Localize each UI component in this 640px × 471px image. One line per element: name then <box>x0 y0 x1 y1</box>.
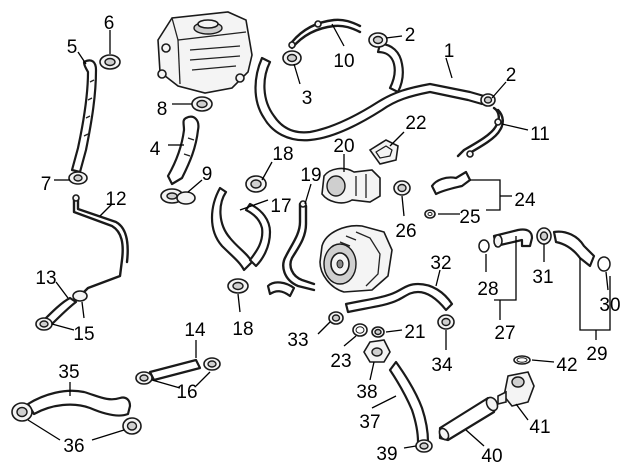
callout-c38: 38 <box>356 382 377 403</box>
clamp-2-upper <box>368 32 388 48</box>
callout-c37: 37 <box>359 412 380 433</box>
clamp-16-left <box>135 371 153 385</box>
clamp-39 <box>415 439 433 453</box>
callout-c27: 27 <box>494 323 515 344</box>
hose-4 <box>166 115 200 186</box>
callout-c17: 17 <box>270 196 291 217</box>
hose-32 <box>344 282 454 314</box>
clamp-16-right <box>203 357 221 371</box>
outlet-41 <box>497 371 535 407</box>
oring-42 <box>513 355 531 365</box>
clamp-36-right <box>122 417 142 435</box>
callout-c16: 16 <box>176 382 197 403</box>
hose-14 <box>148 358 202 382</box>
callout-c35: 35 <box>58 362 79 383</box>
gasket-22 <box>368 139 399 165</box>
fitting-38 <box>363 339 391 363</box>
pipe-12 <box>72 194 129 298</box>
callout-c1: 1 <box>444 41 455 62</box>
callout-labels: 1223456789101112131415161718181920212223… <box>35 13 620 467</box>
callout-c24: 24 <box>514 190 536 211</box>
thermostat-housing-20 <box>321 167 381 204</box>
callout-c42: 42 <box>556 355 577 376</box>
callout-c10: 10 <box>333 51 354 72</box>
callout-c19: 19 <box>300 165 321 186</box>
callout-c28: 28 <box>477 279 498 300</box>
clamp-6 <box>99 54 121 70</box>
callout-c7: 7 <box>41 174 52 195</box>
callout-c20: 20 <box>333 136 354 157</box>
clamp-34 <box>437 314 455 330</box>
leader-lines <box>27 23 611 449</box>
callout-c32: 32 <box>430 253 451 274</box>
water-pump <box>319 224 393 293</box>
callout-c41: 41 <box>529 417 550 438</box>
callout-c26: 26 <box>395 221 416 242</box>
callout-c8: 8 <box>157 99 168 120</box>
callout-c33: 33 <box>287 330 308 351</box>
callout-c6: 6 <box>104 13 115 34</box>
hose-27 <box>478 228 534 253</box>
callout-c31: 31 <box>532 267 553 288</box>
callout-c21: 21 <box>404 322 425 343</box>
callout-c13: 13 <box>35 268 56 289</box>
clamp-36-left <box>11 402 33 422</box>
hose-13 <box>35 290 88 331</box>
clamp-18-lower <box>227 278 249 294</box>
callout-c18b: 18 <box>232 319 253 340</box>
clamp-8 <box>191 96 213 112</box>
clamp-2-right <box>480 93 496 107</box>
fitting-21 <box>371 326 385 338</box>
callout-c23: 23 <box>330 351 351 372</box>
callout-c3: 3 <box>302 88 313 109</box>
callout-c39: 39 <box>376 444 397 465</box>
callout-c34: 34 <box>431 355 453 376</box>
callout-c36: 36 <box>63 436 84 457</box>
clamp-9 <box>160 188 196 205</box>
oring-23 <box>352 323 368 337</box>
pipe-19 <box>266 200 316 298</box>
hose-1 <box>254 42 486 142</box>
hose-37 <box>388 360 430 444</box>
fitting-24 <box>430 170 472 196</box>
hose-17 <box>211 186 272 272</box>
callout-c14: 14 <box>184 320 206 341</box>
clamp-26 <box>393 180 411 196</box>
callout-c12: 12 <box>105 189 126 210</box>
oring-25 <box>424 209 436 219</box>
hose-29 <box>552 230 611 272</box>
callout-c40: 40 <box>481 446 502 467</box>
hose-5 <box>70 59 98 174</box>
callout-c25: 25 <box>459 207 480 228</box>
clamp-18-upper <box>245 175 267 193</box>
clamp-33 <box>328 311 344 325</box>
callout-c22: 22 <box>405 113 426 134</box>
pipe-11 <box>456 106 504 158</box>
callout-c30: 30 <box>599 295 620 316</box>
callout-c15: 15 <box>73 324 94 345</box>
callout-c9: 9 <box>202 164 213 185</box>
callout-c5: 5 <box>67 37 78 58</box>
coolant-reservoir <box>157 11 253 94</box>
clamp-3 <box>282 50 302 66</box>
callout-c18a: 18 <box>272 144 293 165</box>
hose-10 <box>288 18 362 50</box>
clamp-31 <box>536 227 552 245</box>
hose-35 <box>26 389 132 417</box>
callout-c29: 29 <box>586 344 607 365</box>
callout-c4: 4 <box>150 139 161 160</box>
callout-c2a: 2 <box>405 25 416 46</box>
pipe-40 <box>438 396 499 442</box>
callout-c2b: 2 <box>506 65 517 86</box>
clamp-7 <box>68 171 88 185</box>
callout-c11: 11 <box>530 124 550 145</box>
